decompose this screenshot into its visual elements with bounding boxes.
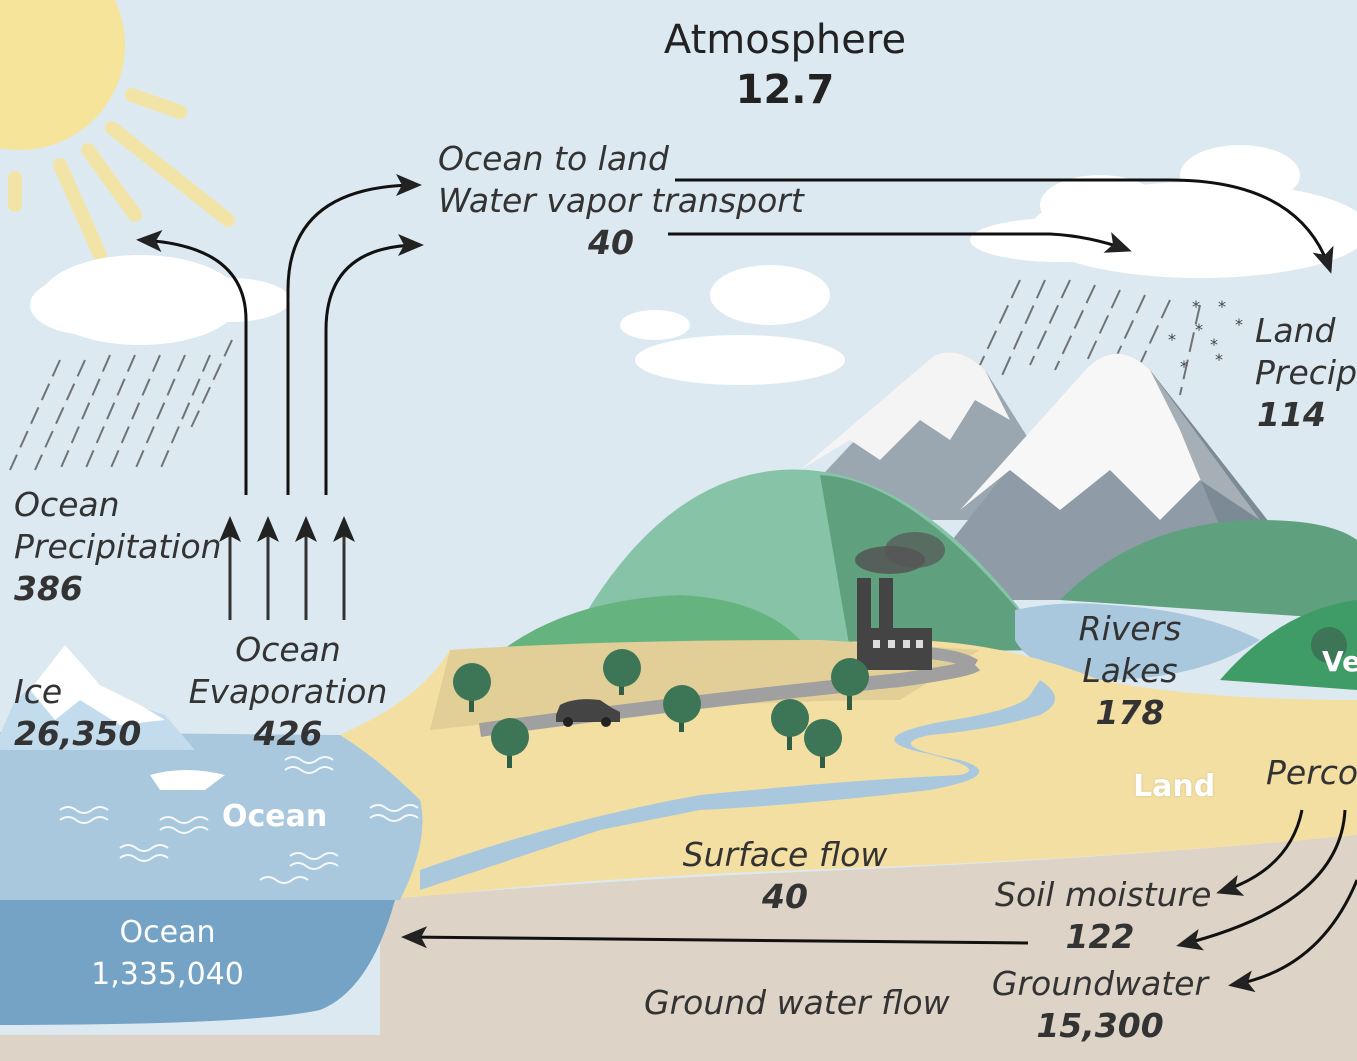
surface-flow-value: 40	[762, 877, 808, 916]
vapor-transport-value: 40	[588, 223, 634, 262]
svg-text:*: *	[1192, 297, 1200, 316]
land-precip-value: 114	[1257, 395, 1326, 434]
percolation-label: Percol	[1266, 753, 1357, 792]
tree-icon	[663, 685, 701, 732]
cloud-left-icon	[30, 255, 290, 345]
tree-icon	[491, 718, 529, 768]
land-precip-line1: Land	[1255, 311, 1336, 350]
groundwater-flow-arrow	[401, 926, 1029, 949]
soil-layer	[0, 835, 1357, 1061]
sun-icon	[0, 0, 235, 262]
ocean-precip-line1: Ocean	[14, 485, 120, 524]
ocean-evap-line2: Evaporation	[188, 672, 388, 711]
tree-icon	[603, 649, 641, 695]
vapor-transport-line2: Water vapor transport	[438, 181, 804, 220]
ocean-surface	[0, 732, 423, 900]
svg-text:*: *	[1235, 315, 1243, 334]
rivers-lakes-value: 178	[1095, 693, 1165, 732]
groundwater-flow-label: Ground water flow	[644, 983, 950, 1022]
atmosphere-value: 12.7	[735, 67, 835, 113]
svg-text:*: *	[1195, 320, 1203, 339]
lake	[1015, 603, 1260, 680]
svg-text:*: *	[1180, 357, 1188, 376]
groundwater-label: Groundwater	[991, 964, 1209, 1003]
vapor-transport-line1: Ocean to land	[438, 139, 669, 178]
ice-value: 26,350	[14, 714, 142, 753]
iceberg-icon	[0, 645, 225, 790]
surface-flow-label: Surface flow	[682, 835, 888, 874]
ocean-surface-label: Ocean	[222, 799, 328, 834]
factory-icon	[855, 532, 945, 670]
groundwater-value: 15,300	[1036, 1006, 1164, 1045]
river	[420, 680, 1055, 890]
evaporation-curved-arrows	[136, 174, 424, 495]
car-icon	[556, 699, 620, 727]
svg-text:*: *	[1210, 335, 1218, 354]
vegetation-label: Ve	[1322, 645, 1357, 678]
rivers-lakes-line2: Lakes	[1082, 651, 1178, 690]
ocean-store-value: 1,335,040	[91, 957, 244, 992]
svg-text:*: *	[1215, 350, 1223, 369]
tree-icon	[831, 658, 869, 710]
evaporation-up-arrows	[219, 516, 355, 620]
tree-icon	[771, 699, 809, 750]
soil-moisture-label: Soil moisture	[995, 875, 1212, 914]
ocean-precip-value: 386	[14, 569, 83, 608]
ocean-deep	[0, 900, 395, 1025]
wave-icons	[59, 756, 419, 884]
ocean-store-label: Ocean	[119, 915, 216, 950]
ocean-evap-line1: Ocean	[235, 630, 341, 669]
ocean-evap-value: 426	[253, 714, 323, 753]
tree-icon	[453, 663, 491, 712]
rivers-lakes-line1: Rivers	[1078, 609, 1182, 648]
trees	[453, 627, 1347, 768]
soil-moisture-value: 122	[1065, 917, 1135, 956]
percolation-arrows	[1176, 809, 1357, 993]
ocean-rain-icon	[9, 339, 233, 471]
land-label: Land	[1133, 769, 1216, 804]
atmosphere-label: Atmosphere	[663, 17, 907, 63]
vapor-transport-arrows	[668, 178, 1334, 274]
snow-icon: ** ** ** **	[1168, 297, 1243, 376]
cloud-center-icon	[620, 265, 845, 385]
land-precip-line2: Precipi	[1255, 353, 1357, 392]
svg-text:*: *	[1218, 297, 1226, 316]
tree-icon	[804, 719, 842, 768]
ocean-precip-line2: Precipitation	[14, 527, 222, 566]
svg-text:*: *	[1168, 330, 1176, 349]
ice-label: Ice	[14, 672, 63, 711]
tree-icon	[1311, 627, 1347, 663]
